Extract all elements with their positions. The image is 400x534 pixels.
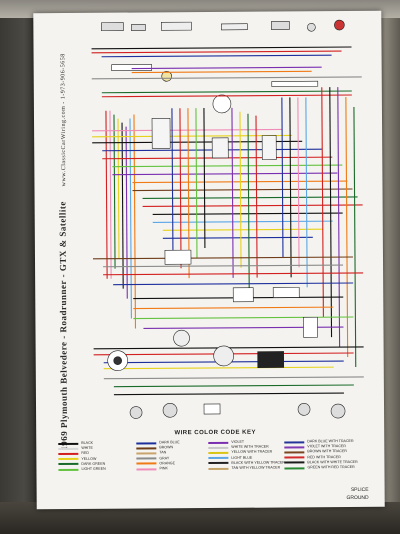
color-swatch xyxy=(136,467,157,471)
color-swatch xyxy=(136,457,157,460)
splice-label: SPLICE xyxy=(350,486,369,494)
color-swatch xyxy=(58,463,79,466)
color-swatch xyxy=(284,440,305,444)
color-swatch xyxy=(284,451,305,454)
color-swatch xyxy=(208,457,229,460)
color-swatch xyxy=(208,451,229,454)
key-column-3: VIOLET WHITE WITH TRACER YELLOW WITH TRA… xyxy=(208,439,286,471)
color-swatch xyxy=(58,458,79,461)
color-swatch xyxy=(58,442,79,445)
website-text: www.ClassicCarWiring.com - 1-973-906-565… xyxy=(60,53,68,187)
diagram-title: 1969 Plymouth Belvedere - Roadrunner - G… xyxy=(57,201,70,451)
color-swatch xyxy=(58,447,79,450)
diagram-title-vertical: 1969 Plymouth Belvedere - Roadrunner - G… xyxy=(54,53,72,451)
top-components xyxy=(101,19,345,114)
color-swatch xyxy=(208,446,229,449)
key-column-2: DARK BLUE BROWN TAN GRAY ORANGE PINK xyxy=(136,440,214,472)
wiring-diagram xyxy=(91,19,364,419)
ground-label: GROUND xyxy=(346,494,369,502)
color-swatch xyxy=(284,446,305,449)
color-swatch xyxy=(208,462,229,465)
color-swatch xyxy=(136,447,157,450)
color-swatch xyxy=(136,462,157,465)
key-title: WIRE COLOR CODE KEY xyxy=(174,429,256,437)
key-row: TAN WITH YELLOW TRACER xyxy=(208,465,286,471)
key-row: PINK xyxy=(136,466,214,472)
color-swatch xyxy=(136,441,157,445)
components xyxy=(107,117,346,419)
color-swatch xyxy=(284,461,305,464)
color-swatch xyxy=(284,466,305,470)
color-swatch xyxy=(208,441,229,444)
color-swatch xyxy=(58,452,79,456)
key-row: GREEN WITH RED TRACER xyxy=(284,465,362,471)
key-row: LIGHT GREEN xyxy=(58,466,136,472)
color-swatch xyxy=(208,467,229,470)
color-swatch xyxy=(58,468,79,471)
wire-color-code-key: WIRE COLOR CODE KEY BLACK WHITE RED YELL… xyxy=(56,427,375,505)
key-column-1: BLACK WHITE RED YELLOW DARK GREEN LIGHT … xyxy=(58,441,136,473)
color-swatch xyxy=(284,456,305,459)
key-column-4: DARK BLUE WITH TRACER VIOLET WITH TRACER… xyxy=(284,439,362,471)
wiring-diagram-sheet: 1969 Plymouth Belvedere - Roadrunner - G… xyxy=(33,10,385,510)
color-swatch xyxy=(136,452,157,455)
